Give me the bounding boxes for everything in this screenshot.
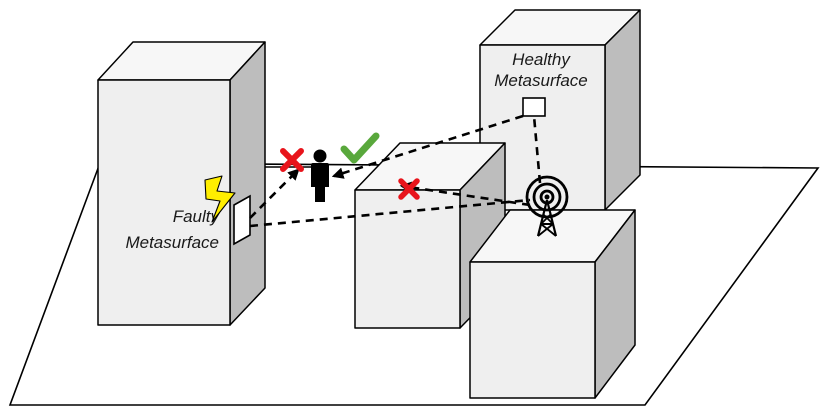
success-check-icon — [340, 132, 380, 164]
svg-text:Healthy: Healthy — [512, 50, 571, 69]
antenna-tower-icon — [525, 175, 569, 237]
blocked-cross-icon — [398, 178, 420, 200]
svg-text:Metasurface: Metasurface — [125, 233, 219, 252]
faulty-metasurface-label: Faulty Metasurface — [125, 207, 220, 252]
healthy-metasurface-panel — [522, 97, 546, 117]
building-front — [469, 209, 636, 399]
path-tx-to-healthy — [532, 115, 542, 184]
svg-text:Metasurface: Metasurface — [494, 71, 588, 90]
lightning-bolt-icon — [204, 175, 236, 223]
path-tx-to-faulty — [249, 198, 531, 228]
path-healthy-to-user — [331, 114, 524, 179]
building-healthy — [479, 9, 641, 211]
building-faulty — [97, 41, 266, 326]
path-faulty-to-user — [249, 168, 300, 219]
faulty-metasurface-panel — [233, 194, 251, 246]
healthy-metasurface-label: Healthy Metasurface — [494, 50, 588, 90]
blocked-cross-icon — [280, 148, 304, 172]
path-tx-direct — [399, 181, 531, 207]
svg-text:Faulty: Faulty — [173, 207, 221, 226]
user-person-icon — [311, 149, 329, 202]
